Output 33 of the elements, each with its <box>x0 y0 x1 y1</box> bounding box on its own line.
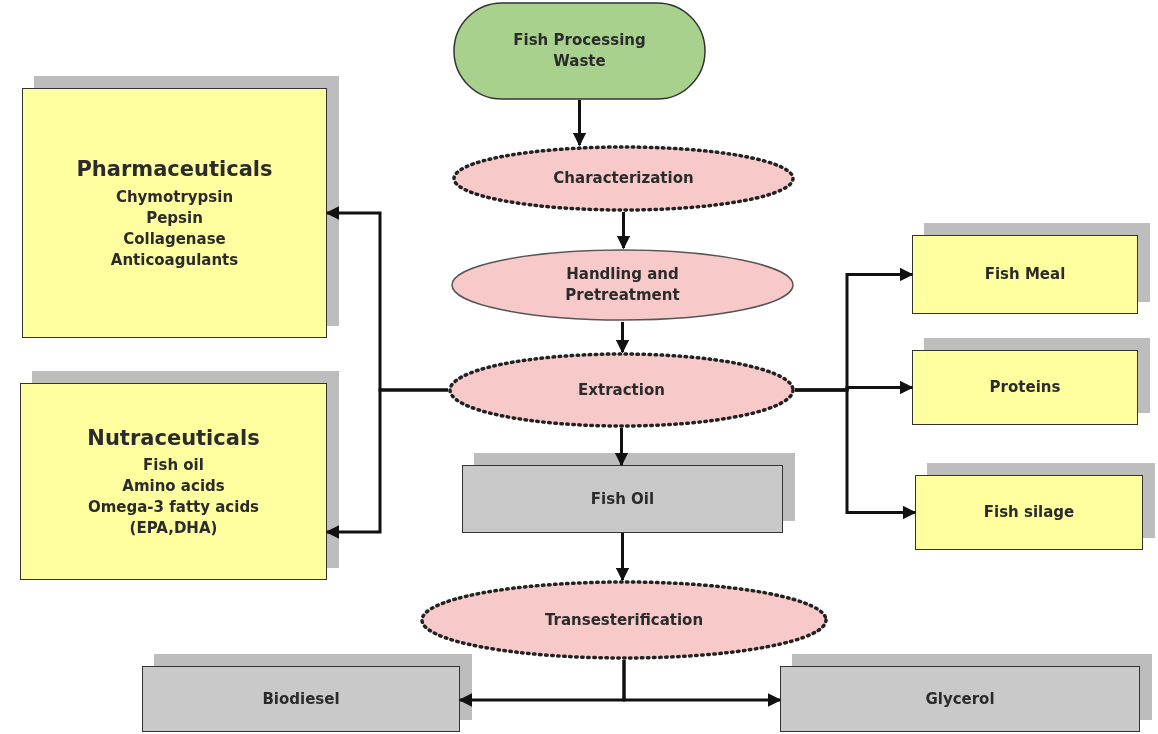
node-label: Fish Processing Waste <box>512 30 647 72</box>
node-label: Extraction <box>578 379 665 401</box>
process-ellipse <box>420 580 828 660</box>
item-label: Pepsin <box>146 207 203 229</box>
arrow <box>325 388 448 539</box>
node-label: Transesterification <box>544 609 704 631</box>
node-label: Fish Oil <box>590 488 655 510</box>
arrow <box>616 212 631 250</box>
item-label: Anticoagulants <box>110 249 239 271</box>
node-label: Proteins <box>989 377 1061 398</box>
item-label: Amino acids <box>122 476 225 498</box>
process-ellipse <box>452 145 795 212</box>
node-label: Handling and Pretreatment <box>564 264 681 306</box>
arrow <box>795 388 917 520</box>
item-label: Omega-3 fatty acids <box>87 497 260 519</box>
arrow <box>622 660 782 707</box>
item-label: Chymotrypsin <box>115 186 234 208</box>
arrow <box>615 322 630 354</box>
process-ellipse <box>448 352 795 428</box>
node-label: Glycerol <box>925 688 995 710</box>
node-label: Fish Meal <box>984 264 1066 285</box>
node-label: Biodiesel <box>262 688 340 710</box>
arrow <box>614 428 629 467</box>
node-label: Fish silage <box>983 502 1075 523</box>
category-heading: Nutraceuticals <box>87 424 260 452</box>
process-ellipse <box>450 248 795 322</box>
item-label: Collagenase <box>123 228 226 250</box>
category-heading: Pharmaceuticals <box>76 156 273 184</box>
item-label: Fish oil <box>143 455 204 477</box>
arrow <box>615 533 630 582</box>
item-label: (EPA,DHA) <box>129 518 218 540</box>
node-label: Characterization <box>553 168 694 189</box>
arrow <box>572 100 587 147</box>
